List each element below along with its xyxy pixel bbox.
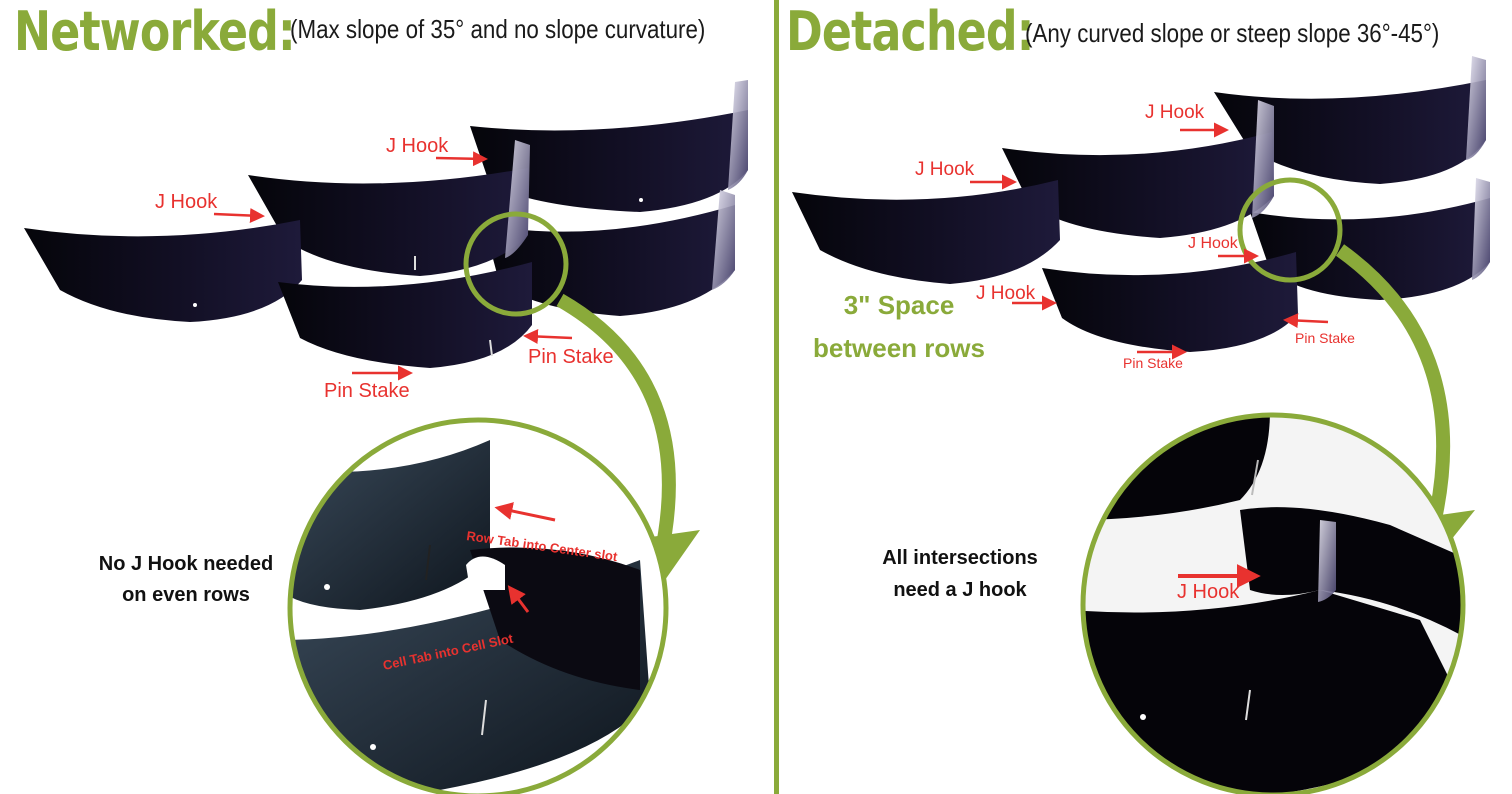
networked-pin-stake-arrow-2 <box>523 329 573 345</box>
detached-j-hook-label-3: J Hook <box>1188 235 1239 252</box>
detached-detail-circle <box>1080 412 1466 794</box>
detached-detail-j-hook-label: J Hook <box>1177 581 1240 603</box>
detached-panel: Detached: (Any curved slope or steep slo… <box>780 0 1512 794</box>
detached-j-hook-label-1: J Hook <box>1145 102 1205 123</box>
detached-subtitle: (Any curved slope or steep slope 36°-45°… <box>1025 18 1440 48</box>
networked-note-line-2: on even rows <box>122 584 250 606</box>
cell-panel-mid-right <box>484 190 735 316</box>
cell-tab-arrow <box>507 585 530 613</box>
networked-subtitle: (Max slope of 35° and no slope curvature… <box>290 14 706 44</box>
networked-note-line-1: No J Hook needed <box>99 553 273 575</box>
networked-j-hook-arrow-2 <box>435 151 488 167</box>
detached-illustration: J Hook J Hook J Hook J Hook J Hook Pin S… <box>792 56 1490 794</box>
detached-pin-stake-arrow-2 <box>1283 313 1329 329</box>
detached-detail-view <box>1083 415 1463 794</box>
networked-detail-circle <box>287 417 669 794</box>
detached-zoom-curved-arrow <box>1335 244 1451 542</box>
detached-note-line-2: need a J hook <box>893 579 1027 601</box>
networked-title: Networked: <box>14 0 296 63</box>
cell-panel-front-left <box>24 220 302 322</box>
networked-panel: Networked: (Max slope of 35° and no slop… <box>14 0 748 794</box>
detached-j-hook-label-2: J Hook <box>915 159 975 180</box>
networked-j-hook-arrow-1 <box>213 208 265 223</box>
panel-divider <box>774 0 779 794</box>
detached-j-hook-label-4: J Hook <box>976 283 1036 304</box>
networked-illustration: Row Tab into Center slot Cell Tab into C… <box>24 80 748 794</box>
detached-cell-panel-top-right <box>1214 56 1486 184</box>
cell-panel-back-middle <box>248 140 530 276</box>
detached-title: Detached: <box>786 0 1034 63</box>
networked-j-hook-label-1: J Hook <box>155 191 218 213</box>
zoom-focus-circle <box>463 211 569 317</box>
cell-panel-front-middle <box>278 262 532 368</box>
detached-pin-stake-label-2: Pin Stake <box>1295 330 1355 346</box>
detached-note-line-1: All intersections <box>882 547 1038 569</box>
row-tab-arrow <box>494 502 556 522</box>
networked-pin-stake-label-1: Pin Stake <box>324 380 410 402</box>
detached-cell-panel-top-middle <box>1002 100 1274 238</box>
row-spacing-line-1: 3" Space <box>844 290 955 320</box>
detached-zoom-focus-circle <box>1237 177 1343 283</box>
networked-detail-view <box>290 420 666 794</box>
zoom-curved-arrow <box>556 293 676 562</box>
detached-cell-panel-front-left <box>792 180 1060 284</box>
cell-panel-back-right <box>470 80 748 212</box>
detached-cell-panel-front-middle <box>1042 252 1298 352</box>
networked-pin-stake-label-2: Pin Stake <box>528 346 614 368</box>
detached-pin-stake-label-1: Pin Stake <box>1123 355 1183 371</box>
row-spacing-line-2: between rows <box>813 333 985 363</box>
networked-j-hook-label-2: J Hook <box>386 135 449 157</box>
